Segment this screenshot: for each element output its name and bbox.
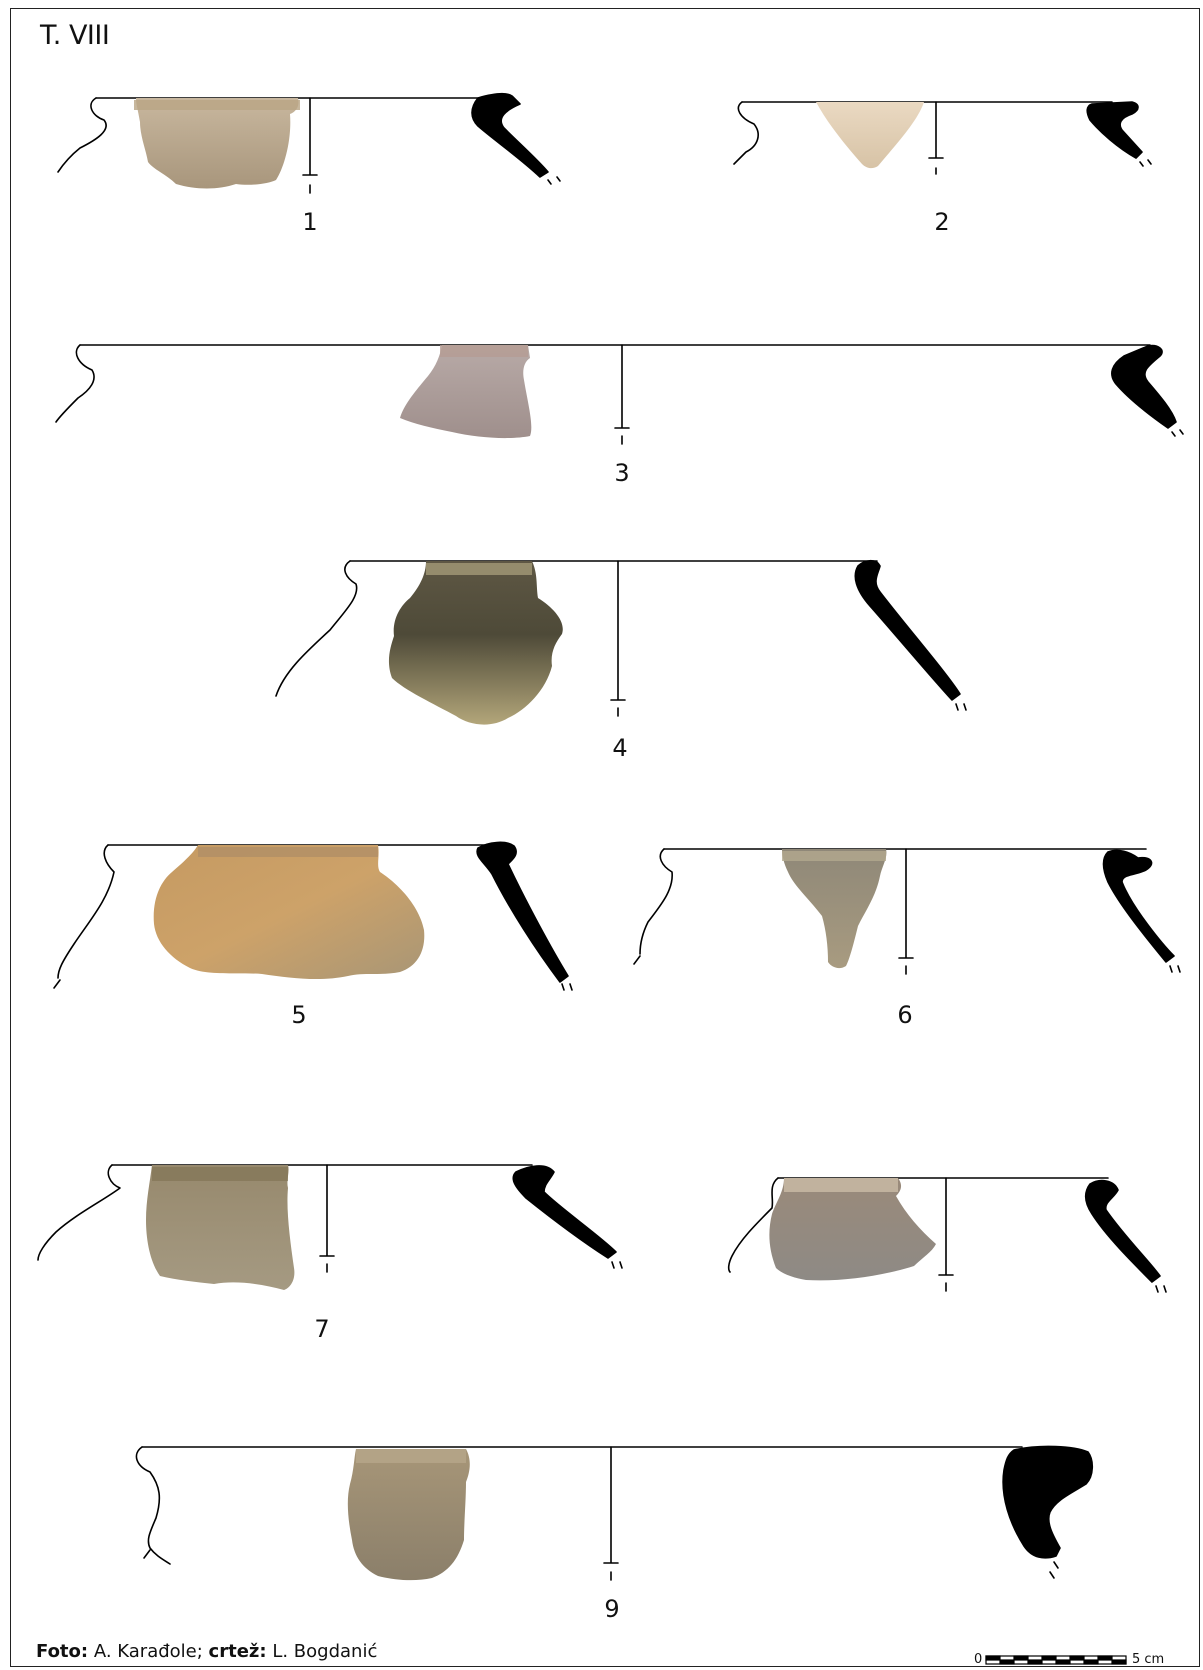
sherd-8-rim-band [784, 1178, 898, 1192]
sherd-7-photo [146, 1165, 295, 1290]
sherd-9-rim-band [356, 1449, 466, 1463]
sherd-number-2: 2 [934, 208, 950, 236]
sherd-8-photo [769, 1178, 936, 1281]
sherd-number-6: 6 [897, 1001, 913, 1029]
sherd-8-drawing [727, 1177, 1167, 1293]
scale-start-label: 0 [974, 1652, 983, 1667]
plate-frame [10, 8, 1200, 1667]
sherd-6-photo [782, 849, 887, 969]
drawing-label: crtež: [208, 1641, 267, 1662]
sherd-9-photo [347, 1449, 470, 1581]
sherd-number-1: 1 [302, 208, 318, 236]
sherd-1-photo [136, 98, 299, 189]
sherd-3-photo [400, 345, 532, 439]
sherd-number-9: 9 [604, 1595, 620, 1623]
sherd-6-drawing [633, 848, 1181, 975]
sherd-number-5: 5 [291, 1001, 307, 1029]
sherd-5-drawing [53, 841, 573, 991]
sherd-2-photo [816, 102, 924, 169]
sherd-7-drawing [37, 1164, 623, 1273]
sherd-number-7: 7 [314, 1315, 330, 1343]
plate-title: T. VIII [40, 20, 110, 51]
sherd-4-photo [388, 561, 563, 725]
sherd-3-rim-band [440, 345, 528, 357]
scale-end-label: 5 cm [1132, 1652, 1165, 1667]
sherd-6-rim-band [782, 851, 886, 861]
sherd-4-drawing [275, 559, 967, 717]
sherd-9-drawing [135, 1445, 1094, 1581]
sherd-4-rim-band [426, 563, 532, 575]
photo-author: A. Karađole; [93, 1641, 203, 1662]
sherd-5-rim-band [198, 847, 378, 857]
credits-line: Foto: A. Karađole; crtež: L. Bogdanić [36, 1641, 377, 1662]
photo-label: Foto: [36, 1641, 89, 1662]
sherd-3-drawing [55, 344, 1184, 445]
sherd-1-drawing [57, 93, 561, 194]
scale-bar [985, 1655, 1127, 1665]
sherd-number-4: 4 [612, 734, 628, 762]
sherd-7-rim-band [152, 1167, 288, 1181]
sherd-1-rim-band [134, 100, 300, 110]
sherd-number-3: 3 [614, 459, 630, 487]
drawing-author: L. Bogdanić [272, 1641, 378, 1662]
sherd-5-photo [153, 845, 425, 980]
sherd-2-drawing [733, 101, 1152, 175]
